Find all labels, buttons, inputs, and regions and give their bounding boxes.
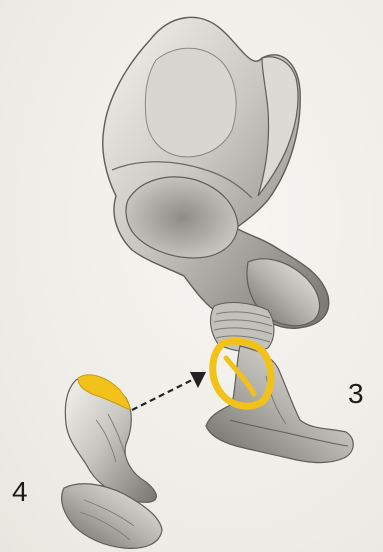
part-4-piece [62, 375, 162, 549]
part-label-4: 4 [12, 478, 28, 506]
upper-inner-surface [145, 48, 236, 157]
connection-arrow [132, 372, 206, 410]
arrowhead [190, 372, 206, 388]
part-label-3: 3 [348, 380, 364, 408]
